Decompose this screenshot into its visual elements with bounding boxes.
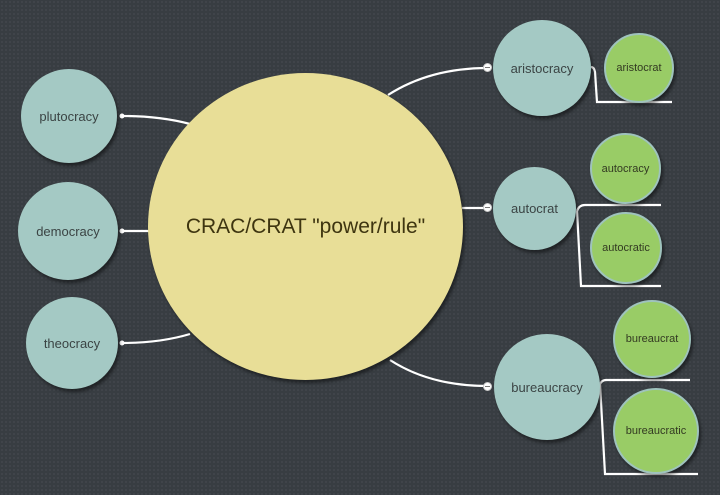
node-label: theocracy <box>43 335 101 351</box>
center-topic-node[interactable]: CRAC/CRAT "power/rule" <box>148 73 463 380</box>
node-label: autocratic <box>602 242 650 254</box>
node-label: plutocracy <box>39 108 99 124</box>
node-bureaucrat[interactable]: bureaucrat <box>613 300 691 378</box>
node-label: aristocrat <box>616 62 662 74</box>
collapse-toggle-bureaucracy[interactable] <box>483 382 492 391</box>
collapse-toggle-autocrat[interactable] <box>483 203 492 212</box>
node-label: democracy <box>36 223 100 239</box>
node-label: bureaucracy <box>511 379 583 395</box>
node-autocrat[interactable]: autocrat <box>493 167 576 250</box>
node-label: autocracy <box>601 162 650 175</box>
center-topic-label: CRAC/CRAT "power/rule" <box>185 214 426 238</box>
node-label: aristocracy <box>510 60 574 76</box>
node-autocratic[interactable]: autocratic <box>590 212 662 284</box>
node-theocracy[interactable]: theocracy <box>26 297 118 389</box>
node-aristocracy[interactable]: aristocracy <box>493 20 591 116</box>
node-label: autocrat <box>511 201 558 216</box>
node-label: bureaucratic <box>625 425 687 437</box>
collapse-toggle-aristocracy[interactable] <box>483 63 492 72</box>
node-autocracy[interactable]: autocracy <box>590 133 661 204</box>
node-label: bureaucrat <box>625 333 679 345</box>
node-democracy[interactable]: democracy <box>18 182 118 280</box>
node-plutocracy[interactable]: plutocracy <box>21 69 117 163</box>
node-bureaucratic[interactable]: bureaucratic <box>613 388 699 474</box>
node-bureaucracy[interactable]: bureaucracy <box>494 334 600 440</box>
node-aristocrat[interactable]: aristocrat <box>604 33 674 103</box>
